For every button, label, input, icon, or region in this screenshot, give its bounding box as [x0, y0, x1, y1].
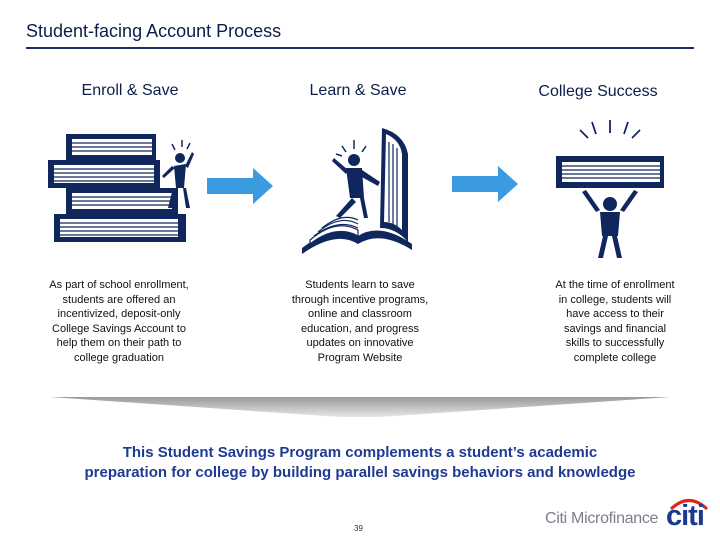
column-description-learn: Students learn to save through incentive… [275, 278, 445, 365]
citi-wordmark: citi [666, 500, 704, 533]
description-line: College Savings Account to [34, 322, 204, 337]
column-heading-college: College Success [503, 83, 693, 101]
description-line: complete college [530, 351, 700, 366]
summary-statement: This Student Savings Program complements… [40, 443, 680, 483]
description-line: students are offered an [34, 293, 204, 308]
description-line: in college, students will [530, 293, 700, 308]
figure-lifting-book-icon [550, 120, 670, 260]
summary-line: preparation for college by building para… [40, 463, 680, 483]
arrow-right-icon [452, 166, 518, 202]
title-divider [26, 47, 694, 49]
description-line: Students learn to save [275, 278, 445, 293]
open-book-figure-icon [296, 124, 418, 254]
description-line: have access to their [530, 307, 700, 322]
description-line: savings and financial [530, 322, 700, 337]
description-line: skills to successfully [530, 336, 700, 351]
description-line: online and classroom [275, 307, 445, 322]
arrow-right-icon [207, 168, 273, 204]
column-description-college: At the time of enrollment in college, st… [530, 278, 700, 365]
description-line: help them on their path to [34, 336, 204, 351]
description-line: updates on innovative [275, 336, 445, 351]
column-heading-learn: Learn & Save [263, 82, 453, 100]
brand-text: Citi Microfinance [545, 510, 658, 528]
description-line: As part of school enrollment, [34, 278, 204, 293]
slide-title: Student-facing Account Process [26, 21, 281, 42]
description-line: through incentive programs, [275, 293, 445, 308]
books-stack-figure-icon [44, 130, 194, 248]
description-line: At the time of enrollment [530, 278, 700, 293]
description-line: college graduation [34, 351, 204, 366]
column-description-enroll: As part of school enrollment, students a… [34, 278, 204, 365]
citi-microfinance-logo: Citi Microfinance citi [545, 496, 715, 532]
summary-line: This Student Savings Program complements… [40, 443, 680, 463]
description-line: incentivized, deposit-only [34, 307, 204, 322]
page-number: 39 [354, 524, 363, 533]
description-line: education, and progress [275, 322, 445, 337]
column-heading-enroll: Enroll & Save [35, 82, 225, 100]
description-line: Program Website [275, 351, 445, 366]
section-divider [50, 393, 670, 419]
